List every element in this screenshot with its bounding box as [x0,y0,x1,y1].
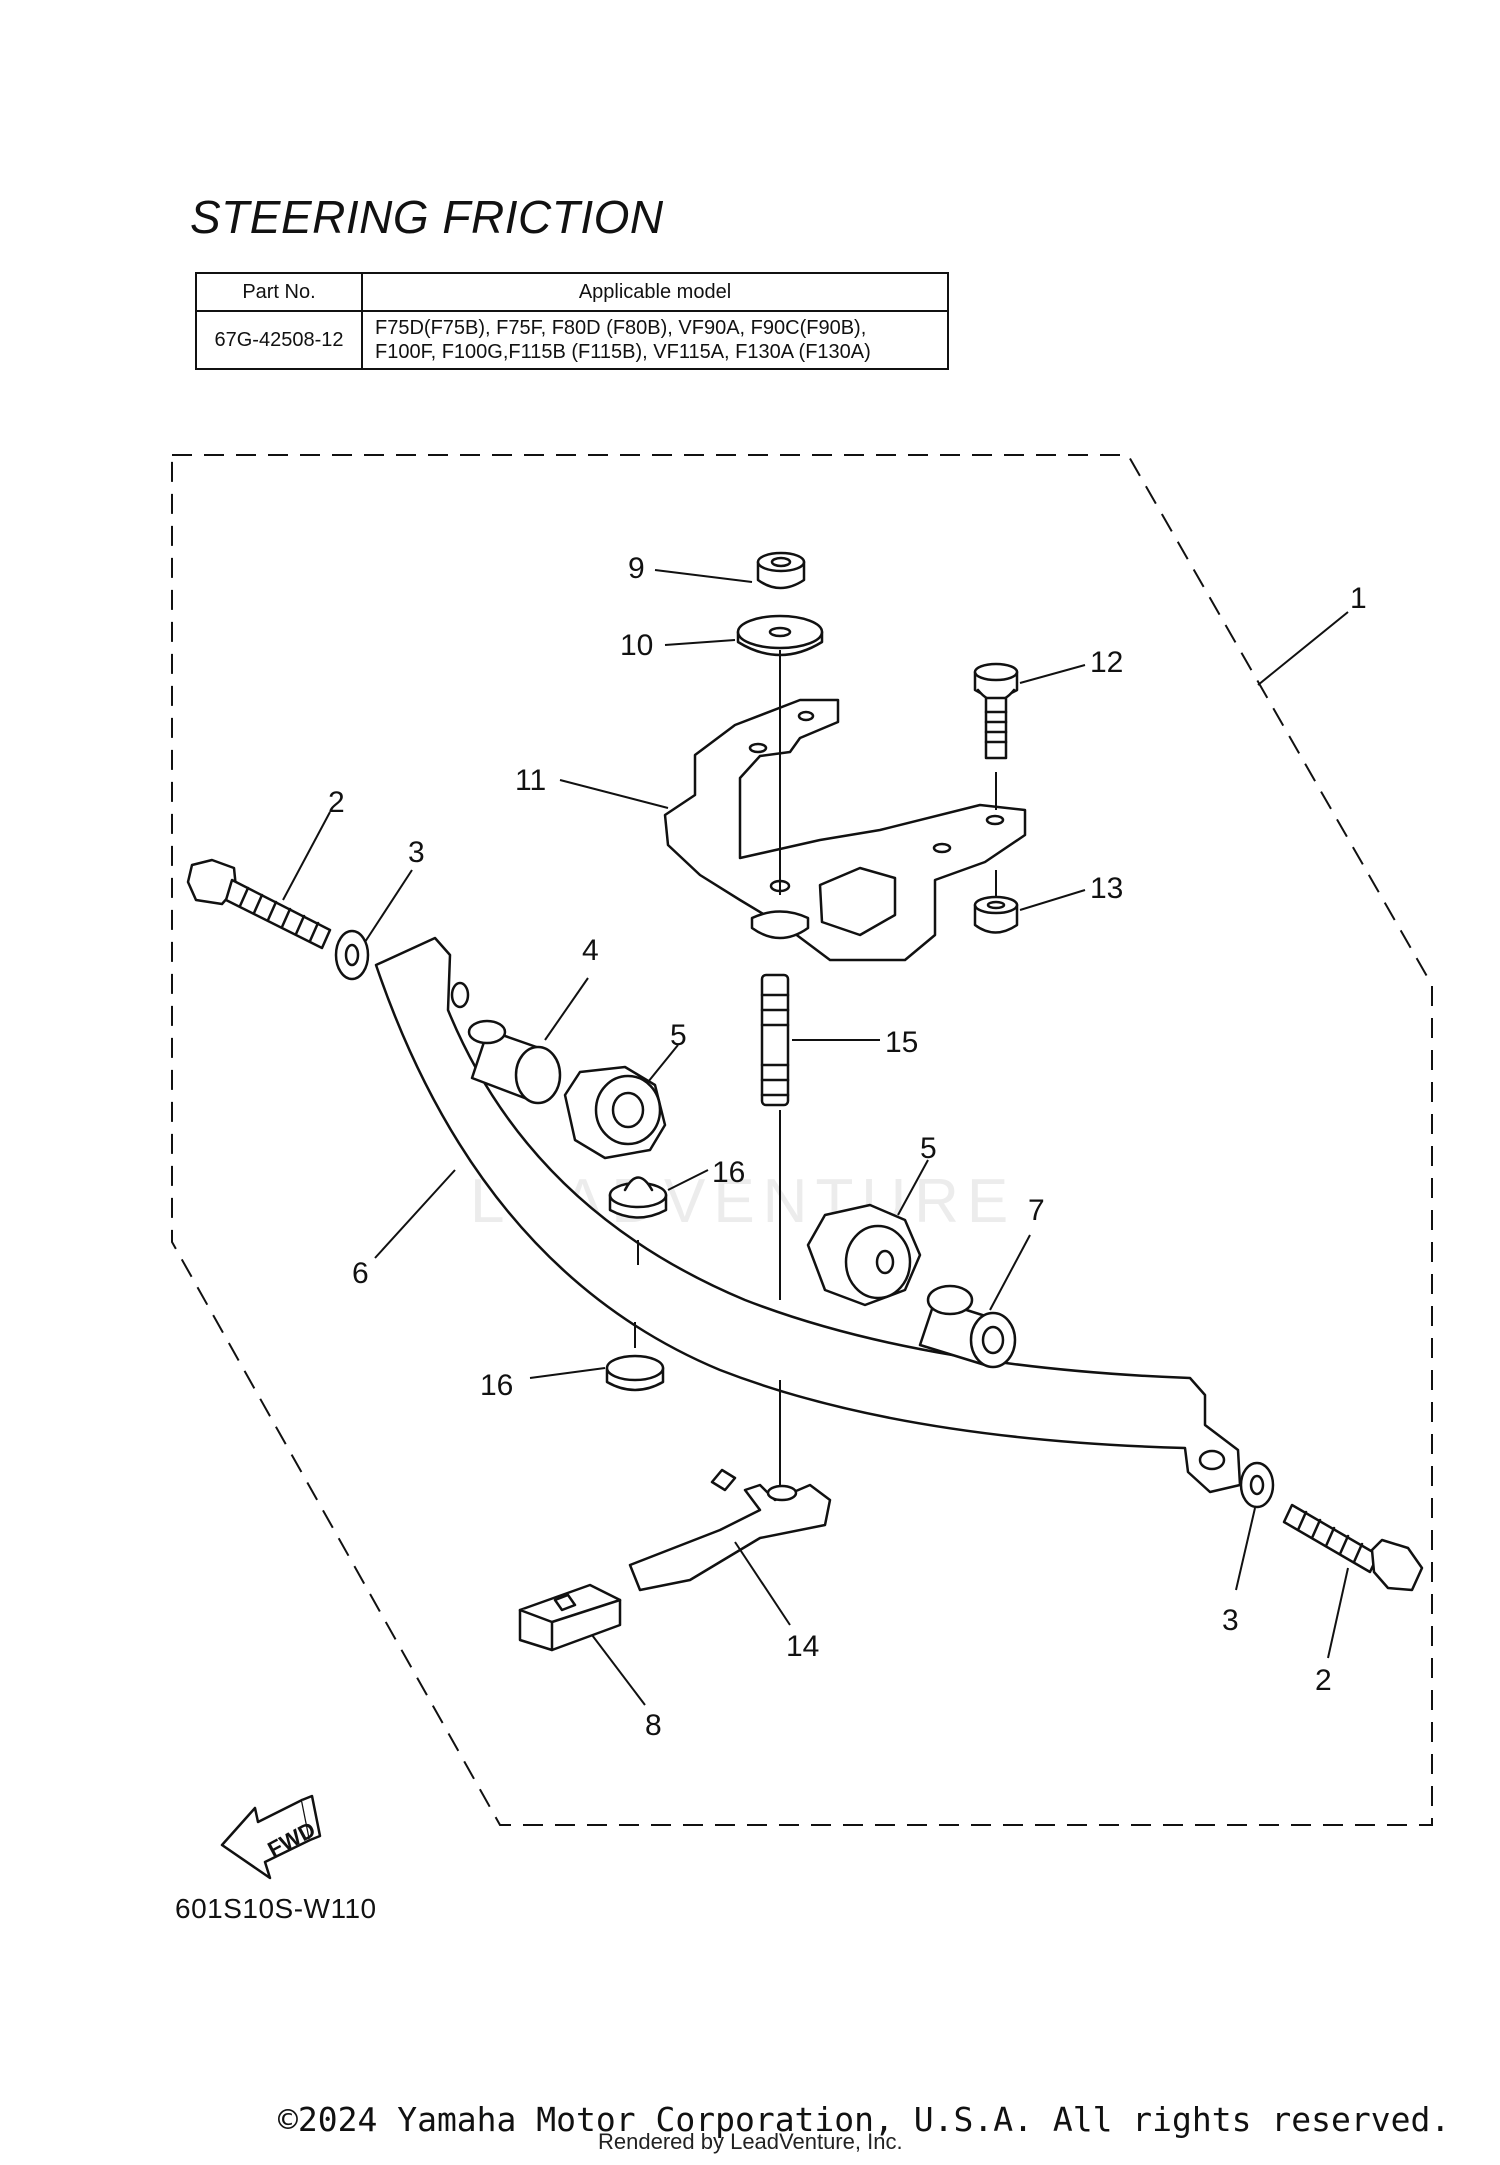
block-part-8 [518,1583,622,1652]
callout-14: 14 [786,1630,819,1663]
callout-7: 7 [1028,1194,1045,1227]
callout-16-upper: 16 [712,1156,745,1189]
models-line-2: F100F, F100G,F115B (F115B), VF115A, F130… [375,341,871,363]
leader-9 [654,569,753,583]
flange-bolt-part-12 [973,662,1019,760]
plug-part-16-upper [608,1176,668,1219]
bolt-part-2-left [186,858,332,950]
leader-16a [667,1169,709,1191]
models-line-1: F75D(F75B), F75F, F80D (F80B), VF90A, F9… [375,317,867,339]
rendered-by-notice: Rendered by LeadVenture, Inc. [598,2129,903,2154]
callout-2-right: 2 [1315,1664,1332,1697]
callout-13: 13 [1090,872,1123,905]
header-applicable-model: Applicable model [361,272,949,312]
leader-10 [664,639,736,646]
models-cell: F75D(F75B), F75F, F80D (F80B), VF90A, F9… [361,310,949,370]
plug-part-16-lower [605,1354,665,1392]
friction-plate-part-6 [374,936,1242,1494]
table-header-row: Part No. Applicable model [195,272,949,312]
washer-part-10 [736,614,824,657]
leader-1 [1257,611,1349,686]
callout-3-right: 3 [1222,1604,1239,1637]
diagram-code: 601S10S-W110 [175,1893,377,1924]
leader-6 [374,1169,456,1259]
applicable-model-table: Part No. Applicable model 67G-42508-12 F… [195,272,949,370]
callout-6: 6 [352,1257,369,1290]
leader-4 [544,977,589,1041]
lock-nut-part-5-upper [563,1065,667,1160]
collar-part-4 [467,1019,562,1105]
nut-part-9 [756,551,806,590]
callout-3-left: 3 [408,836,425,869]
washer-part-3-right [1239,1461,1275,1509]
callout-10: 10 [620,629,653,662]
callout-8: 8 [645,1709,662,1742]
lever-part-14 [628,1468,832,1592]
part-number-cell: 67G-42508-12 [195,310,363,370]
callout-5-upper: 5 [670,1019,687,1052]
assembly-boundary [171,454,1433,1826]
leader-16b [529,1367,606,1379]
header-part-no: Part No. [195,272,363,312]
leader-7 [989,1234,1031,1311]
collar-part-7 [918,1284,1017,1369]
page-title: STEERING FRICTION [190,191,664,243]
leader-13 [1019,889,1086,911]
bolt-part-2-right [1282,1503,1424,1592]
lock-nut-part-5-lower [806,1203,922,1307]
callout-4: 4 [582,934,599,967]
callout-11: 11 [515,764,546,797]
stud-part-15 [760,973,790,1107]
leader-12 [1019,664,1086,684]
leader-14 [734,1541,791,1626]
callout-12: 12 [1090,646,1123,679]
bracket-part-11 [663,698,1027,962]
fwd-arrow-icon [220,1794,322,1880]
leader-5a [647,1044,679,1083]
leader-11 [559,779,669,809]
washer-part-3-left [334,929,370,981]
leader-2a [282,811,331,901]
table-row: 67G-42508-12 F75D(F75B), F75F, F80D (F80… [195,310,949,370]
leader-3b [1235,1507,1256,1591]
callout-9: 9 [628,552,645,585]
nut-part-13 [973,895,1019,934]
leader-3a [364,869,413,943]
leader-8 [591,1634,646,1706]
callout-16-lower: 16 [480,1369,513,1402]
leader-2b [1327,1567,1349,1659]
callout-5-lower: 5 [920,1132,937,1165]
callout-2-left: 2 [328,786,345,819]
leader-5b [897,1159,929,1216]
callout-1: 1 [1350,582,1367,615]
callout-15: 15 [885,1026,918,1059]
copyright-notice: ©2024 Yamaha Motor Corporation, U.S.A. A… [278,2100,1451,2139]
